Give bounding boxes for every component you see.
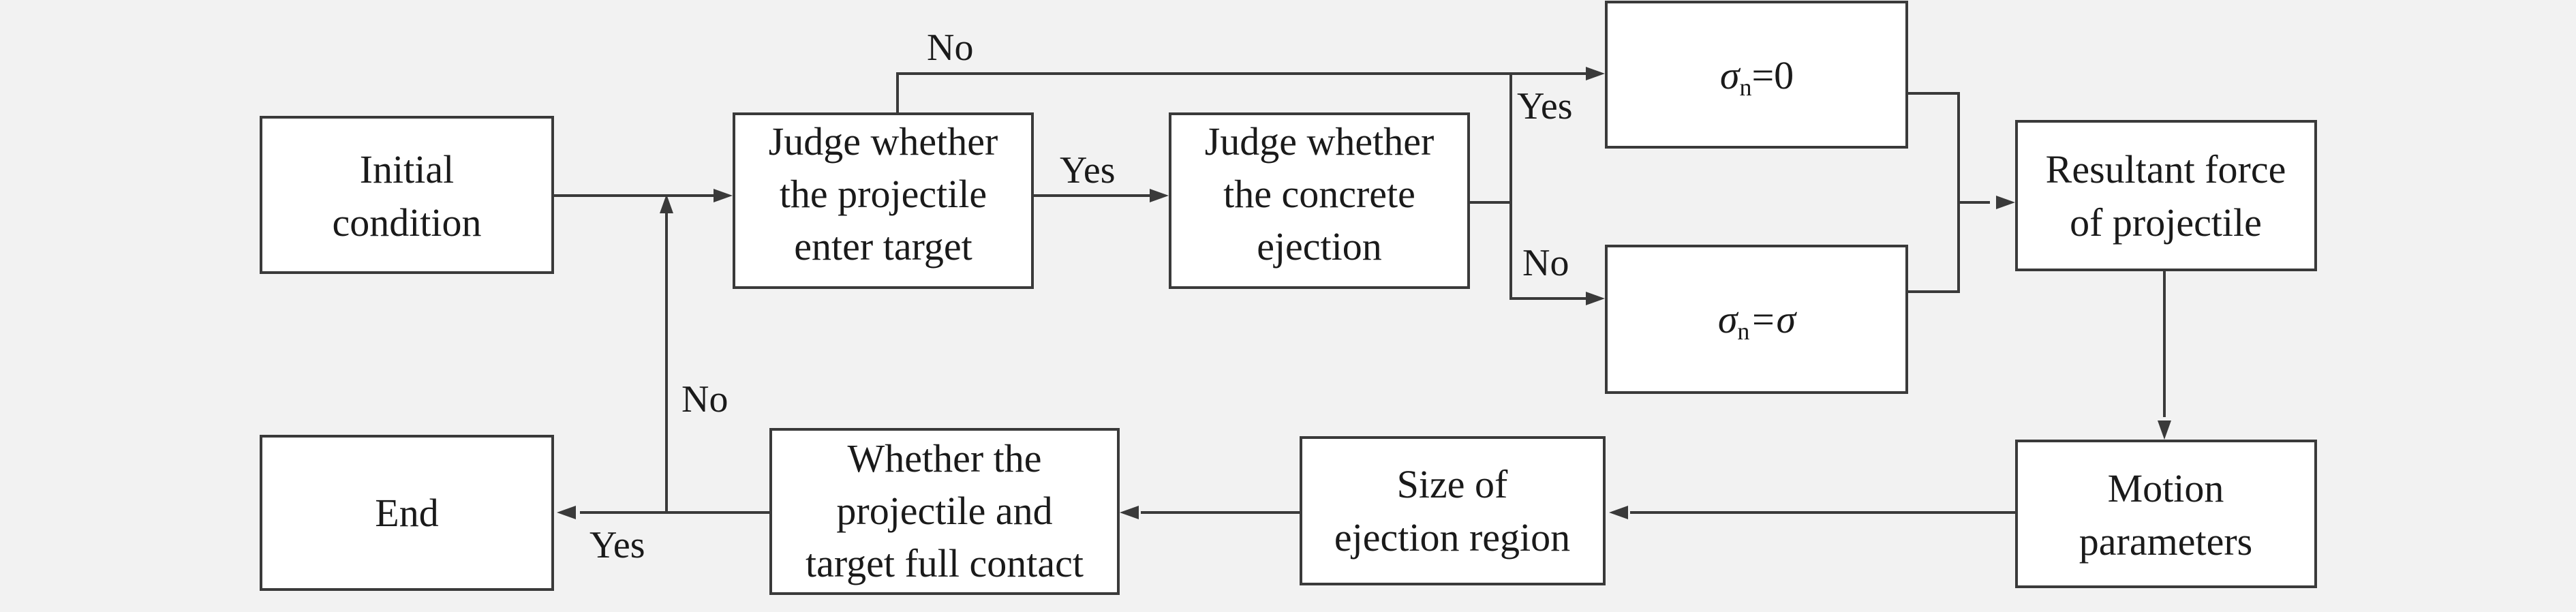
node-sigma-sigma-formula: σn=σ xyxy=(1718,297,1798,345)
edge-label-ejection-yes: Yes xyxy=(1517,85,1572,127)
edge-enter-no xyxy=(896,72,1586,114)
node-end-box xyxy=(260,435,554,591)
node-judge-ejection-line-3: ejection xyxy=(1257,224,1382,269)
node-judge-ejection-line-2: the concrete xyxy=(1223,172,1415,216)
node-judge-ejection: Judge whether the concrete ejection xyxy=(1169,112,1470,289)
arrowhead-size-region xyxy=(1609,506,1628,519)
node-motion-line-1: Motion xyxy=(2108,466,2224,510)
node-motion: Motion parameters xyxy=(2015,440,2317,588)
node-resultant-box xyxy=(2015,120,2317,271)
node-full-contact: Whether the projectile and target full c… xyxy=(769,428,1120,595)
node-end: End xyxy=(260,435,554,591)
node-initial: Initial condition xyxy=(260,116,554,274)
node-initial-box xyxy=(260,116,554,274)
arrowheads xyxy=(557,67,2171,519)
sigma-subscript: n xyxy=(1737,318,1749,345)
node-sigma-sigma: σn=σ xyxy=(1605,245,1908,394)
arrowhead-loop-back xyxy=(660,194,673,213)
node-size-region-line-2: ejection region xyxy=(1334,515,1570,560)
node-size-region: Size of ejection region xyxy=(1300,436,1606,585)
node-full-contact-line-3: target full contact xyxy=(806,541,1084,585)
node-resultant-line-1: Resultant force xyxy=(2046,147,2286,192)
arrowhead-sigma-zero xyxy=(1586,67,1605,80)
arrowhead-judge-ejection xyxy=(1150,189,1169,202)
node-sigma-sigma-box xyxy=(1605,245,1908,394)
arrowhead-motion xyxy=(2158,420,2171,440)
node-full-contact-box xyxy=(769,428,1120,595)
sigma-symbol: σ xyxy=(1720,53,1741,97)
node-sigma-zero-box xyxy=(1605,1,1908,149)
arrowhead-judge-enter xyxy=(714,189,733,202)
sigma-value: =σ xyxy=(1749,297,1797,341)
node-resultant-line-2: of projectile xyxy=(2070,200,2262,245)
node-size-region-line-1: Size of xyxy=(1397,462,1508,506)
edge-sigma-zero-merge xyxy=(1907,92,1960,293)
sigma-value: =0 xyxy=(1751,53,1794,97)
node-initial-line-2: condition xyxy=(332,200,481,245)
node-initial-line-1: Initial xyxy=(360,147,455,192)
edge-label-contact-no: No xyxy=(681,378,728,420)
edge-labels: No Yes Yes No No Yes xyxy=(589,27,1572,566)
edge-ejection-no xyxy=(1509,202,1586,300)
edge-label-enter-yes: Yes xyxy=(1060,149,1115,192)
node-full-contact-line-1: Whether the xyxy=(847,436,1041,480)
node-resultant: Resultant force of projectile xyxy=(2015,120,2317,271)
sigma-subscript: n xyxy=(1739,74,1751,101)
arrowhead-end xyxy=(557,506,576,519)
arrowhead-resultant xyxy=(1996,196,2015,209)
sigma-symbol: σ xyxy=(1718,297,1739,341)
node-sigma-zero-formula: σn=0 xyxy=(1720,53,1794,101)
node-full-contact-line-2: projectile and xyxy=(836,489,1052,533)
edge-label-contact-yes: Yes xyxy=(589,524,645,566)
node-judge-ejection-box xyxy=(1169,112,1470,289)
node-motion-box xyxy=(2015,440,2317,588)
node-size-region-box xyxy=(1300,436,1606,585)
arrowhead-full-contact xyxy=(1120,506,1139,519)
node-motion-line-2: parameters xyxy=(2079,519,2252,564)
node-judge-enter: Judge whether the projectile enter targe… xyxy=(733,112,1034,289)
edge-ejection-split xyxy=(1469,74,1512,204)
node-judge-enter-line-2: the projectile xyxy=(780,172,987,216)
arrowhead-sigma-sigma xyxy=(1586,292,1605,305)
node-sigma-zero: σn=0 xyxy=(1605,1,1908,149)
connectors xyxy=(553,72,2166,514)
node-judge-ejection-line-1: Judge whether xyxy=(1205,119,1435,164)
edge-label-enter-no: No xyxy=(927,27,973,69)
node-judge-enter-line-1: Judge whether xyxy=(769,119,998,164)
node-judge-enter-box xyxy=(733,112,1034,289)
node-judge-enter-line-3: enter target xyxy=(794,224,972,269)
node-end-label: End xyxy=(375,491,438,535)
edge-label-ejection-no: No xyxy=(1522,242,1569,284)
